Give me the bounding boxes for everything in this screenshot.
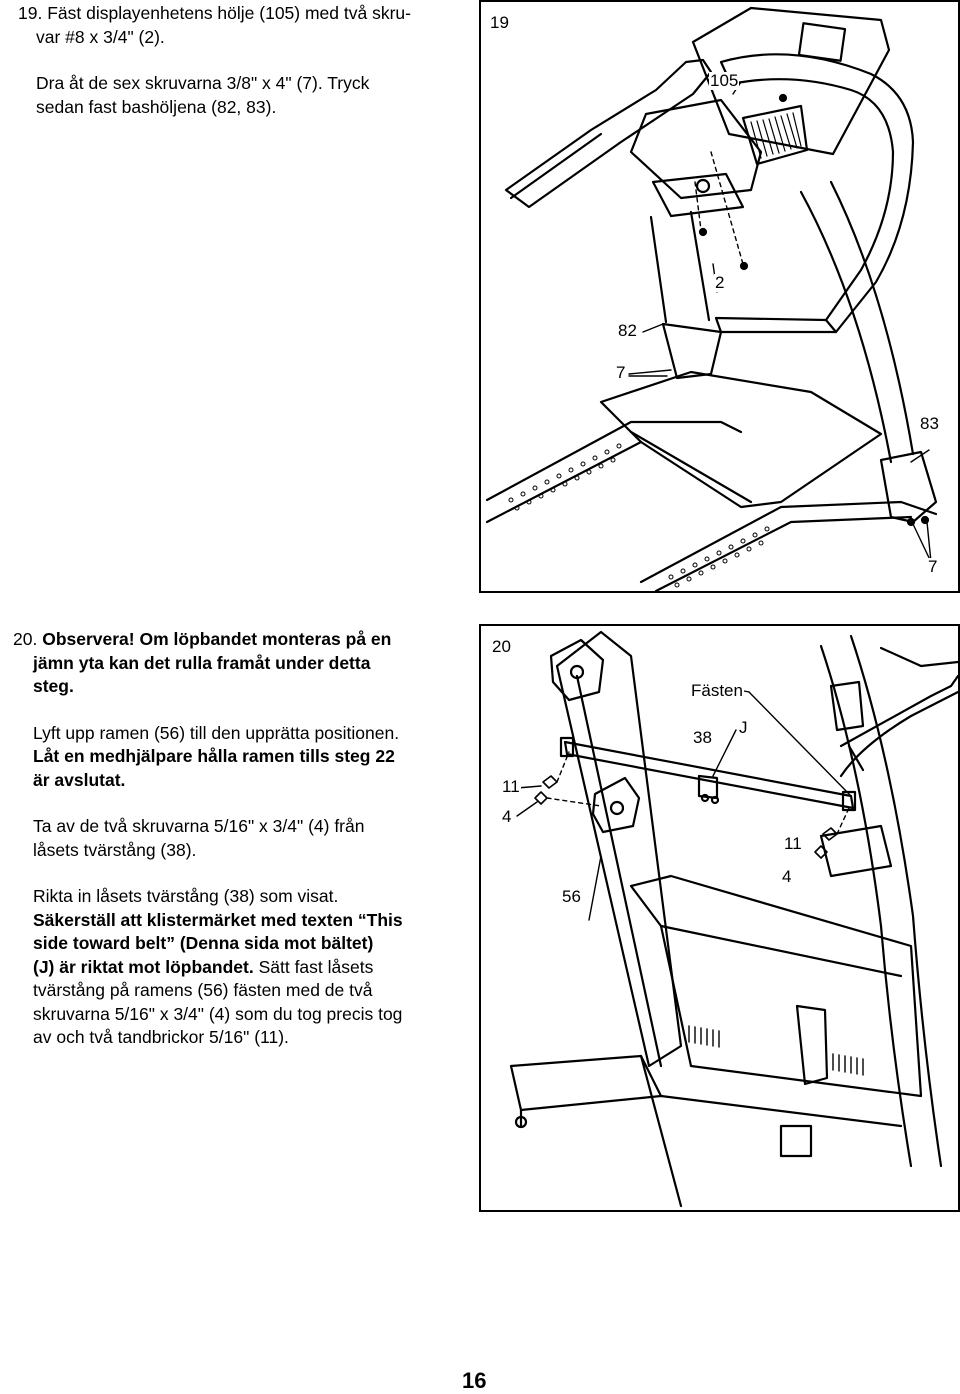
step-20-line: Säkerställ att klistermärket med texten … <box>33 909 403 930</box>
part-label-7: 7 <box>615 363 627 382</box>
part-label-4: 4 <box>781 867 793 886</box>
step-19-line: Dra åt de sex skruvarna 3/8" x 4" (7). T… <box>36 73 370 93</box>
step-20-line: är avslutat. <box>33 769 126 790</box>
step-20-line: side toward belt” (Denna sida mot bältet… <box>33 933 374 953</box>
brackets-label: Fästen <box>690 681 744 700</box>
figure-step-number: 19 <box>489 13 510 32</box>
step-20-line: jämn yta kan det rulla framåt under dett… <box>33 652 371 673</box>
step-20-line: Lyft upp ramen (56) till den upprätta po… <box>33 722 400 743</box>
part-label-82: 82 <box>617 321 638 340</box>
figure-19-illustration: 19 105 2 82 7 83 7 <box>479 0 960 593</box>
step-19-line: sedan fast bashöljena (82, 83). <box>36 96 277 117</box>
step-20-line: låsets tvärstång (38). <box>33 839 197 860</box>
step-20-line: (J) är riktat mot löpbandet. Sätt fast l… <box>13 956 463 980</box>
step-20-line: av och två tandbrickor 5/16" (11). <box>33 1027 289 1047</box>
treadmill-console-drawing <box>485 6 938 591</box>
step-20-text: 20. Observera! Om löpbandet monteras på … <box>13 628 463 1050</box>
step-20-line: steg. <box>33 676 74 696</box>
step-20-note: 20. Observera! Om löpbandet monteras på … <box>13 628 463 652</box>
plain-phrase: Sätt fast låsets <box>253 956 374 977</box>
step-19-line: 19. Fäst displayenhetens hölje (105) med… <box>18 3 411 23</box>
step-19-text: 19. Fäst displayenhetens hölje (105) med… <box>18 2 468 119</box>
step-19-line: var #8 x 3/4" (2). <box>36 26 165 47</box>
part-label-56: 56 <box>561 887 582 906</box>
part-label-38: 38 <box>692 728 713 747</box>
part-label-105: 105 <box>709 71 740 90</box>
step-20-line: tvärstång på ramens (56) fästen med de t… <box>33 980 373 1000</box>
part-label-4: 4 <box>501 807 513 826</box>
figure-step-number: 20 <box>491 637 512 656</box>
part-label-2: 2 <box>714 273 726 292</box>
step-20-line: Ta av de två skruvarna 5/16" x 3/4" (4) … <box>33 816 365 836</box>
note-text: Om löpbandet monteras på en <box>134 629 392 649</box>
step-20-line: Låt en medhjälpare hålla ramen tills ste… <box>33 746 395 766</box>
page-number: 16 <box>462 1368 487 1393</box>
treadmill-frame-drawing <box>509 630 958 1208</box>
deck-holes <box>508 443 770 588</box>
step-20-line: Rikta in låsets tvärstång (38) som visat… <box>33 886 339 906</box>
part-label-j: J <box>738 718 749 737</box>
part-label-7: 7 <box>927 557 939 576</box>
part-label-11: 11 <box>783 834 803 853</box>
part-label-83: 83 <box>919 414 940 433</box>
part-label-11: 11 <box>501 777 521 796</box>
step-number: 20. <box>13 629 43 649</box>
bold-phrase: (J) är riktat mot löpbandet. <box>33 956 254 977</box>
step-20-line: skruvarna 5/16" x 3/4" (4) som du tog pr… <box>33 1003 403 1024</box>
figure-20-illustration: 20 Fästen 38 J 11 4 11 4 56 <box>479 624 960 1212</box>
note-bold: Observera! <box>42 629 135 649</box>
